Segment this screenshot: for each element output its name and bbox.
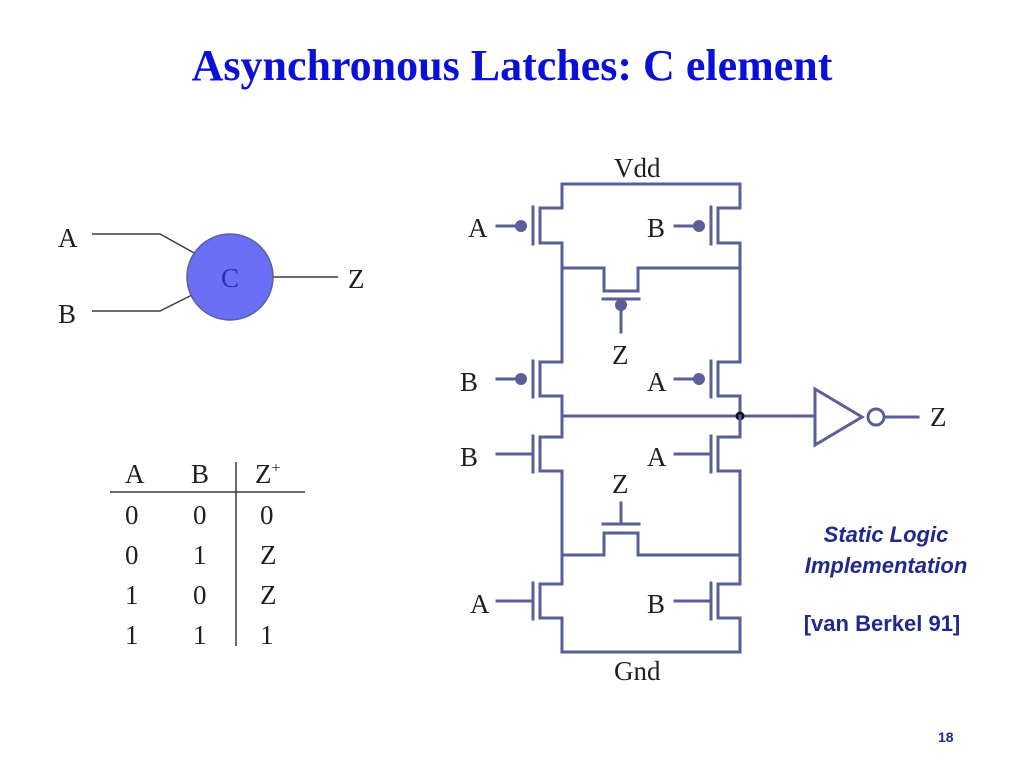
symbol-input-a-label: A xyxy=(58,223,78,253)
nmos-upper-right: A xyxy=(647,414,742,557)
nmos-feedback: Z xyxy=(601,469,641,557)
pmos-bubble xyxy=(615,299,627,311)
inverter-bubble xyxy=(866,407,886,427)
inverter-output-label: Z xyxy=(930,402,947,432)
caption-line-1: Static Logic xyxy=(824,522,949,547)
table-cell: Z xyxy=(260,580,277,610)
nmos-upper-left: B xyxy=(460,414,564,557)
c-element-symbol: A B C Z xyxy=(58,223,365,329)
transistor-channel xyxy=(716,182,742,270)
pmos-bubble xyxy=(693,220,705,232)
symbol-output-label: Z xyxy=(348,264,365,294)
gate-label: Z xyxy=(612,469,629,499)
gate-label: B xyxy=(460,442,478,472)
gate-label: A xyxy=(468,213,488,243)
pmos-feedback: Z xyxy=(601,266,641,370)
transistor-channel xyxy=(716,553,742,654)
table-cell: Z xyxy=(260,540,277,570)
gate-label: B xyxy=(460,367,478,397)
table-cell: 0 xyxy=(125,540,139,570)
pmos-bubble xyxy=(693,373,705,385)
pmos-top-left: A xyxy=(468,182,564,270)
transistor-channel xyxy=(538,414,564,557)
gate-label: A xyxy=(647,367,667,397)
symbol-input-b-wire xyxy=(92,292,197,312)
table-cell: 0 xyxy=(125,500,139,530)
symbol-input-a-wire xyxy=(92,233,197,255)
vdd-label: Vdd xyxy=(614,153,661,183)
transistor-channel xyxy=(602,266,640,293)
pmos-top-right: B xyxy=(647,182,742,270)
gate-label: A xyxy=(647,442,667,472)
caption-line-2: Implementation xyxy=(805,553,968,578)
transistor-channel xyxy=(716,266,742,418)
gnd-label: Gnd xyxy=(614,656,661,686)
page-number: 18 xyxy=(938,729,954,745)
nmos-lower-right: B xyxy=(647,553,742,654)
table-cell: 0 xyxy=(193,580,207,610)
table-cell: 1 xyxy=(260,620,274,650)
symbol-input-b-label: B xyxy=(58,299,76,329)
transistor-channel xyxy=(538,182,564,270)
slide-title: Asynchronous Latches: C element xyxy=(191,41,833,90)
output-inverter: Z xyxy=(813,386,947,448)
gate-label: A xyxy=(470,589,490,619)
pmos-mid-right: A xyxy=(647,266,742,418)
transistor-channel xyxy=(538,553,564,654)
table-cell: 1 xyxy=(193,540,207,570)
table-cell: 0 xyxy=(193,500,207,530)
table-cell: 1 xyxy=(125,620,139,650)
caption-reference: [van Berkel 91] xyxy=(804,611,961,636)
table-cell: 1 xyxy=(125,580,139,610)
pmos-bubble xyxy=(515,373,527,385)
truth-table-header-z-superscript: + xyxy=(272,460,281,477)
gate-label: B xyxy=(647,589,665,619)
caption: Static Logic Implementation [van Berkel … xyxy=(804,522,968,636)
truth-table-header-z: Z+ xyxy=(255,459,281,489)
c-element-gate xyxy=(186,233,274,321)
table-cell: 1 xyxy=(193,620,207,650)
nmos-lower-left: A xyxy=(470,553,564,654)
inverter-triangle xyxy=(813,386,865,448)
truth-table: A B Z+ 0 0 0 0 1 Z 1 0 Z 1 1 1 xyxy=(110,459,305,650)
truth-table-header-b: B xyxy=(191,459,209,489)
pmos-mid-left: B xyxy=(460,266,564,418)
transistor-channel xyxy=(538,266,564,418)
gate-label: Z xyxy=(612,340,629,370)
c-element-circuit: Vdd Gnd A B xyxy=(460,153,947,686)
transistor-channel xyxy=(602,531,640,557)
truth-table-header-a: A xyxy=(125,459,145,489)
table-cell: 0 xyxy=(260,500,274,530)
gate-c-label: C xyxy=(221,263,239,293)
truth-table-header-z-main: Z xyxy=(255,459,272,489)
pmos-bubble xyxy=(515,220,527,232)
transistor-channel xyxy=(716,414,742,557)
gate-label: B xyxy=(647,213,665,243)
